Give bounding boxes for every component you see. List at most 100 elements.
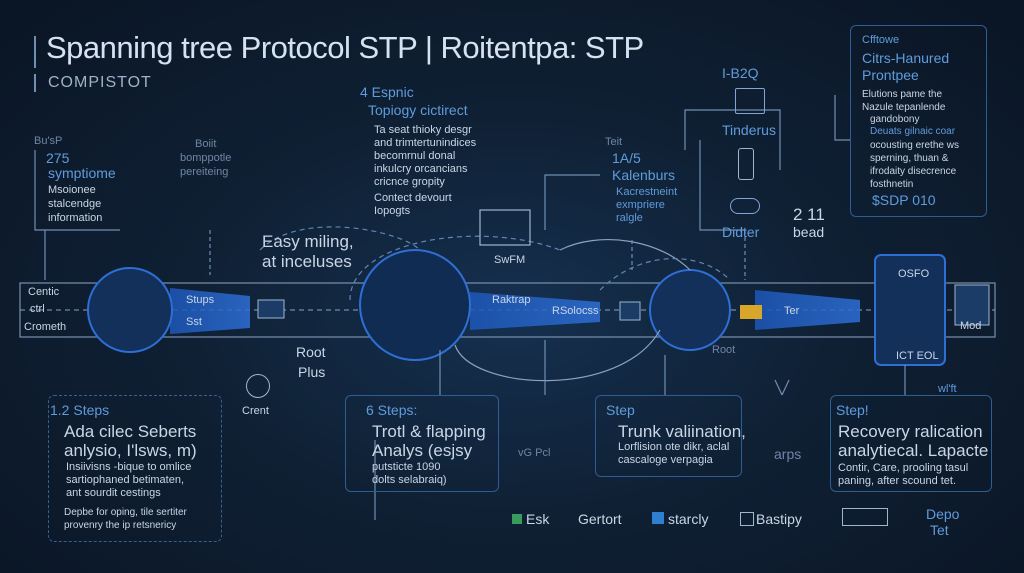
bottom-gertort: Gertort bbox=[578, 511, 622, 527]
flow-ter: Ter bbox=[784, 305, 800, 317]
flow-osfo: OSFO bbox=[898, 268, 930, 280]
right-item-2: Nazule tepanlende bbox=[862, 102, 946, 113]
kalenburs-label-0: Teit bbox=[605, 136, 623, 148]
esk-icon bbox=[512, 514, 522, 524]
bottom-depo: Depo bbox=[926, 506, 960, 522]
right-panel-box bbox=[850, 25, 987, 217]
right-item-5: ocousting erethe ws bbox=[870, 140, 959, 151]
flow-rsoless: RSolocss bbox=[552, 305, 599, 317]
cloud-icon bbox=[730, 198, 760, 214]
step-1-line-2: sartiophaned betimaten, bbox=[66, 474, 185, 486]
right-label-3: Prontpee bbox=[862, 67, 919, 83]
step-1-label: 1.2 Steps bbox=[50, 402, 110, 418]
topology-label-1: 4 Espnic bbox=[360, 84, 414, 100]
node-circle-3 bbox=[649, 269, 731, 351]
step-1-line-1: Insiivisns -bique to omlice bbox=[66, 461, 192, 473]
topology-line-5: cricnce gropity bbox=[374, 176, 445, 188]
step-4-line-1: Contir, Care, prooling tasul bbox=[838, 462, 969, 474]
subtitle-accent-bar bbox=[34, 74, 36, 92]
page-title: Spanning tree Protocol STP | Roitentpa: … bbox=[46, 30, 644, 65]
flow-easy: Easy miling, bbox=[262, 232, 354, 251]
topology-line-2: and trimtertunindices bbox=[374, 137, 477, 149]
kalenburs-line-1: Kacrestneint bbox=[616, 186, 678, 198]
node-box-right bbox=[874, 254, 946, 366]
left-label-2: 275 bbox=[46, 150, 70, 166]
flow-centic: Centic bbox=[28, 286, 60, 298]
step-4-title-2: analytiecal. Lapacte bbox=[838, 441, 989, 460]
flow-ctrl: ctrl bbox=[30, 303, 45, 315]
page-subtitle: COMPISTOT bbox=[48, 74, 152, 91]
step-2-line-1: putsticte 1090 bbox=[372, 461, 441, 473]
topology-contact-2: Iopogts bbox=[374, 205, 411, 217]
kalenburs-label-1: 1A/5 bbox=[612, 150, 641, 166]
left-mid-label-3: pereiteing bbox=[180, 166, 229, 178]
node-circle-2 bbox=[359, 249, 471, 361]
kalenburs-line-2: exmpriere bbox=[616, 199, 665, 211]
beam-1 bbox=[170, 288, 250, 334]
bottom-vg-pct: vG Pcl bbox=[518, 447, 551, 459]
bottom-arps: arps bbox=[774, 446, 802, 462]
flow-w-t: wl'ft bbox=[938, 383, 957, 395]
flow-root-2: Root bbox=[712, 344, 736, 356]
database-icon bbox=[738, 148, 754, 180]
step-box-4 bbox=[830, 395, 992, 492]
flow-swfm: SwFM bbox=[494, 254, 526, 266]
beam-2 bbox=[470, 292, 600, 330]
flow-stups: Stups bbox=[186, 294, 215, 306]
flow-ict-eol: ICT EOL bbox=[896, 350, 939, 362]
step-3-line-1: Lorflision ote dikr, aclal bbox=[618, 441, 730, 453]
kalenburs-label-2: Kalenburs bbox=[612, 167, 676, 183]
step-2-title-1: Trotl & flapping bbox=[372, 422, 486, 441]
chart-icon bbox=[735, 88, 765, 114]
flow-raktrap: Raktrap bbox=[492, 294, 531, 306]
didter-label: Didter bbox=[722, 224, 760, 240]
topology-line-4: inkulcry orcancians bbox=[374, 163, 468, 175]
right-item-4: Deuats gilnaic coar bbox=[870, 126, 956, 137]
title-accent-bar bbox=[34, 36, 36, 68]
flow-sst: Sst bbox=[186, 316, 202, 328]
flow-mod: Mod bbox=[960, 320, 982, 332]
step-1-title-1: Ada cilec Seberts bbox=[64, 422, 197, 441]
bottom-esk: Esk bbox=[526, 511, 550, 527]
step-3-label: Step bbox=[606, 402, 635, 418]
right-label-2: Citrs-Hanured bbox=[862, 50, 950, 66]
step-2-line-2: dolts selabraiq) bbox=[372, 474, 447, 486]
bottom-starcly: starcly bbox=[668, 511, 709, 527]
step-2-title-2: Analys (esjsy bbox=[372, 441, 473, 460]
step-4-label: Step! bbox=[836, 402, 869, 418]
topology-contact: Contect devourt bbox=[374, 192, 452, 204]
right-item-3: gandobony bbox=[870, 114, 920, 125]
step-box-3 bbox=[595, 395, 742, 477]
left-heading: symptiome bbox=[48, 165, 116, 181]
flow-at-inc: at inceluses bbox=[262, 252, 352, 271]
left-line-2: stalcendge bbox=[48, 198, 102, 210]
flow-root-1: Root bbox=[296, 344, 326, 360]
starcly-icon bbox=[652, 512, 664, 524]
top-right-label: I-B2Q bbox=[722, 65, 759, 81]
step-box-2 bbox=[345, 395, 499, 492]
left-mid-label-2: bomppotle bbox=[180, 152, 232, 164]
beam-3 bbox=[755, 290, 860, 330]
right-label-1: Cfftowe bbox=[862, 34, 900, 46]
tinderus-label: Tinderus bbox=[722, 122, 776, 138]
step-1-foot-2: provenry the ip retsnericy bbox=[64, 520, 177, 531]
bottom-tet: Tet bbox=[930, 522, 949, 538]
right-item-7: ifrodaity disecrence bbox=[870, 166, 957, 177]
left-label-1: Bu'sP bbox=[34, 135, 63, 147]
right-code: $SDP 010 bbox=[872, 192, 936, 208]
flow-cromerh: Crometh bbox=[24, 321, 67, 333]
step-1-foot-1: Depbe for oping, tile sertiter bbox=[64, 507, 187, 518]
right-item-8: fosthnetin bbox=[870, 179, 914, 190]
bottom-bastipy: Bastipy bbox=[756, 511, 802, 527]
top-right-num: 2 11 bbox=[793, 205, 825, 224]
topology-line-3: becomrnul donal bbox=[374, 150, 456, 162]
step-3-line-2: cascaloge verpagia bbox=[618, 454, 713, 466]
left-line-3: information bbox=[48, 212, 103, 224]
left-line-1: Msoionee bbox=[48, 184, 96, 196]
switch-icon bbox=[842, 508, 888, 526]
topology-label-2: Topiogy cictirect bbox=[368, 102, 468, 118]
user-icon bbox=[246, 374, 270, 398]
left-mid-label-1: Boiit bbox=[195, 138, 217, 150]
